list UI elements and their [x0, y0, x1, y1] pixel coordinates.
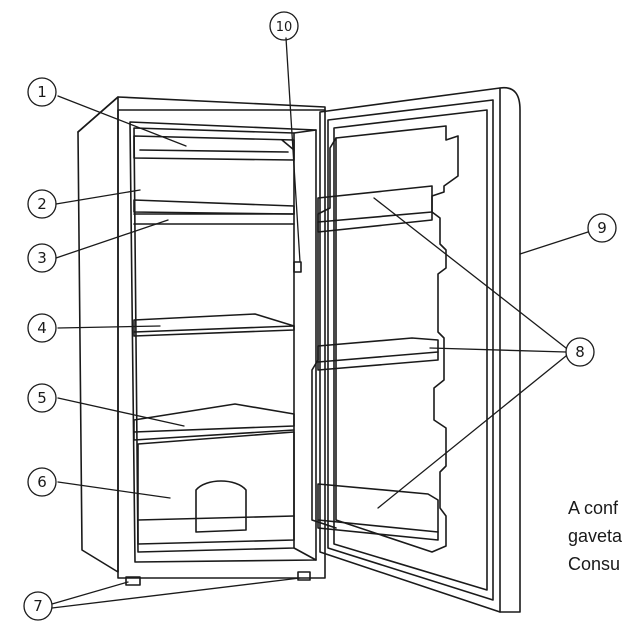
leader-lines — [51, 37, 589, 609]
shelf-middle — [133, 313, 295, 337]
door — [311, 86, 521, 613]
callouts: 1 2 3 4 5 6 7 — [23, 11, 617, 621]
callout-4: 4 — [27, 313, 57, 343]
svg-text:2: 2 — [37, 195, 47, 213]
shelf-top — [133, 213, 295, 225]
svg-text:3: 3 — [37, 249, 47, 267]
svg-text:6: 6 — [37, 473, 47, 491]
svg-text:8: 8 — [575, 343, 585, 361]
caption-line-3: Consu — [568, 554, 621, 574]
callout-3: 3 — [27, 243, 57, 273]
callout-8: 8 — [565, 337, 595, 367]
callout-6: 6 — [27, 467, 57, 497]
svg-text:5: 5 — [37, 389, 47, 407]
callout-2: 2 — [27, 189, 57, 219]
callout-5: 5 — [27, 383, 57, 413]
callout-1: 1 — [27, 77, 57, 107]
callout-10: 10 — [269, 11, 299, 41]
svg-text:1: 1 — [37, 83, 47, 101]
cabinet-body — [77, 96, 326, 586]
crisper-cover — [133, 403, 295, 441]
callout-9: 9 — [587, 213, 617, 243]
caption-line-1: A conf — [568, 498, 619, 518]
freezer-compartment — [133, 135, 295, 161]
thermostat — [293, 261, 302, 273]
svg-text:10: 10 — [276, 20, 293, 35]
drip-tray — [133, 199, 295, 215]
svg-text:7: 7 — [33, 597, 43, 615]
svg-text:9: 9 — [597, 219, 607, 237]
caption-text: A conf gaveta Consu — [568, 494, 642, 578]
caption-line-2: gaveta — [568, 526, 623, 546]
callout-7: 7 — [23, 591, 53, 621]
svg-text:4: 4 — [37, 319, 47, 337]
crisper-drawer — [137, 431, 295, 545]
